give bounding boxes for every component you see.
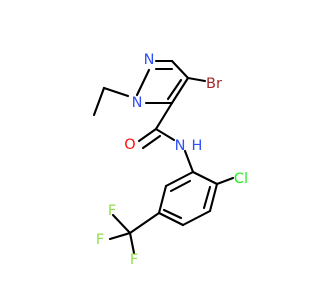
- atom-labels: N N Br O N H Cl F F F: [96, 52, 248, 268]
- cf3-f-bottom-bond: [128, 231, 136, 255]
- ring-n1-n2-bond: [135, 68, 151, 97]
- fluorine-left-label: F: [96, 232, 104, 248]
- bromo-c4-bond: [186, 76, 207, 83]
- amide-carbonyl-o-double-bond: [141, 134, 162, 150]
- benzene-c3-c4-bond: [181, 209, 212, 227]
- amide-nitrogen-label: N: [175, 138, 186, 154]
- cf3-aryl-carbon-bond: [128, 211, 161, 235]
- nitrogen-ethyl-label: N: [132, 95, 143, 111]
- ethyl-ch2-ch3-bond: [92, 86, 106, 117]
- nitrogen-ring-label: N: [144, 52, 155, 68]
- benzene-c1-c2-bond: [191, 170, 219, 186]
- benzene-c2-c3-inner-bond: [202, 185, 212, 210]
- benzene-c4-c5-inner-bond: [162, 208, 183, 220]
- benzene-c6-c1-bond: [164, 170, 195, 188]
- bonds: [92, 59, 235, 255]
- benzene-c4-c5-bond: [157, 211, 185, 227]
- bromine-label: Br: [206, 76, 222, 92]
- cf3-f-left-bond: [108, 231, 132, 241]
- chlorine-label: Cl: [234, 171, 248, 187]
- benzene-c2-c3-bond: [208, 182, 219, 213]
- amide-carbonyl-o-bond: [137, 127, 158, 143]
- ring-c5-c4-bond: [170, 59, 190, 80]
- oxygen-label: O: [124, 137, 135, 153]
- amide-hydrogen-label: H: [192, 138, 203, 154]
- ring-c4-c3-bond: [170, 76, 190, 105]
- fluorine-top-label: F: [108, 203, 116, 219]
- chemical-structure-diagram: N N Br O N H Cl F F F: [92, 52, 248, 268]
- fluorine-bottom-label: F: [130, 252, 138, 268]
- cf3-f-top-bond: [111, 213, 132, 235]
- ring-c4-c3-inner-bond: [166, 78, 183, 101]
- amide-carbonyl-n-bond: [154, 127, 176, 142]
- chloro-c2-bond: [215, 176, 235, 186]
- benzene-c6-c1-inner-bond: [169, 179, 192, 193]
- benzene-c5-c6-bond: [157, 184, 168, 215]
- amide-c3-carbonyl-bond: [154, 101, 174, 131]
- ethyl-n-ch2-bond: [102, 86, 130, 98]
- amide-n-aryl-bond: [183, 149, 195, 174]
